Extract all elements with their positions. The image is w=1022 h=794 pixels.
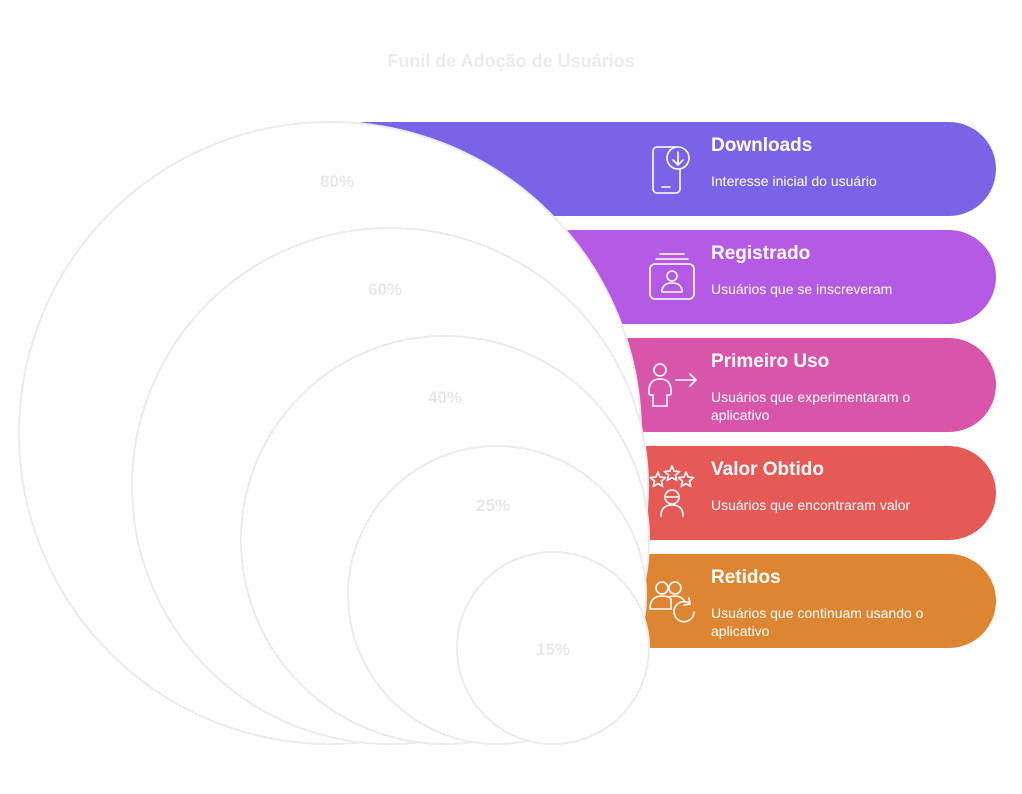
stage-title: Primeiro Uso <box>711 351 829 372</box>
percent-label: 15% <box>536 640 570 659</box>
percent-label: 80% <box>320 172 354 191</box>
stage-description: Usuários que encontraram valor <box>711 497 911 513</box>
diagram-title: Funil de Adoção de Usuários <box>387 51 634 71</box>
stage-description: aplicativo <box>711 623 770 639</box>
users-refresh-icon <box>649 581 695 623</box>
percent-label: 40% <box>428 388 462 407</box>
person-stars-icon <box>649 465 695 517</box>
stage-description: Interesse inicial do usuário <box>711 173 877 189</box>
percent-label: 60% <box>368 280 402 299</box>
percent-label: 25% <box>476 496 510 515</box>
stage-description: Usuários que se inscreveram <box>711 281 892 297</box>
stage-description: Usuários que continuam usando o <box>711 605 924 621</box>
stage-title: Retidos <box>711 567 781 588</box>
phone-download-icon <box>652 146 690 194</box>
person-arrow-icon <box>648 363 697 407</box>
stage-title: Registrado <box>711 243 810 264</box>
stage-description: aplicativo <box>711 407 770 423</box>
stage-description: Usuários que experimentaram o <box>711 389 910 405</box>
profile-card-icon <box>649 253 695 300</box>
stage-title: Downloads <box>711 135 812 156</box>
stage-title: Valor Obtido <box>711 459 824 480</box>
funnel-circle-5 <box>456 551 650 745</box>
